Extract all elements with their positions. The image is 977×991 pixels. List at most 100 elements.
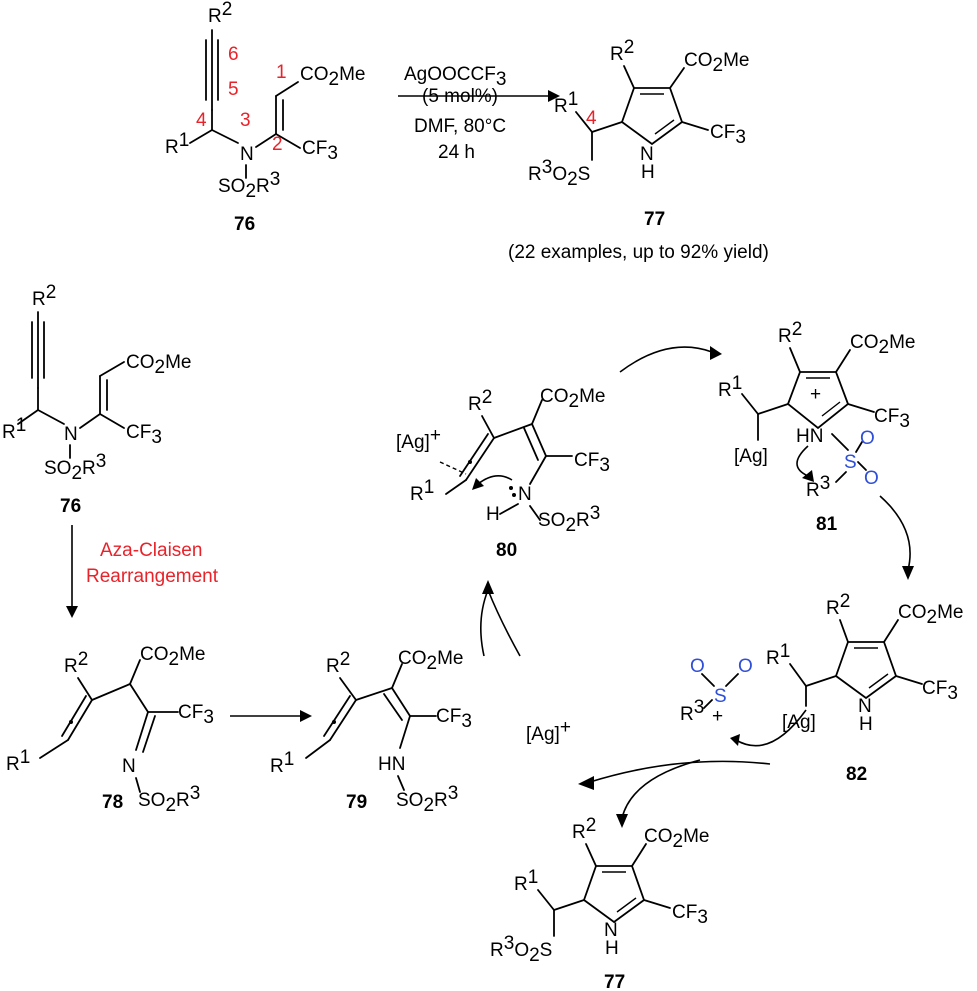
compound-76-left: R2 R1 N SO2R3 CO2Me CF3 76 <box>2 282 191 517</box>
compound-82: R2 CO2Me CF3 N H R1 [Ag] 82 O O S R3 + <box>680 591 963 785</box>
r1-label: R1 <box>514 867 538 895</box>
r2-label: R2 <box>468 387 492 415</box>
ester-group: CO2Me <box>644 826 709 852</box>
compound-80: R2 R1 [Ag]+ CO2Me CF3 N H SO2R3 80 <box>396 386 610 561</box>
ester-group: CO2Me <box>684 50 749 76</box>
o-atom-1: O <box>690 656 705 677</box>
atom-number-6: 6 <box>228 44 239 65</box>
sulfonyl-s: R3O2S <box>528 157 590 190</box>
r1-label: R1 <box>6 747 30 775</box>
arrow-78-to-79 <box>230 710 312 722</box>
r3-label: R3 <box>806 473 830 501</box>
cf3-group: CF3 <box>302 138 338 164</box>
atom-number-5: 5 <box>228 79 239 100</box>
nh-label: N <box>858 696 872 717</box>
s-atom: S <box>714 686 727 707</box>
cf3-group: CF3 <box>710 122 746 148</box>
compound-label-77-top: 77 <box>644 209 665 230</box>
o-atom-2: O <box>864 468 879 489</box>
compound-label-80: 80 <box>496 540 517 561</box>
n-atom: N <box>122 756 136 777</box>
ag-label: [Ag] <box>734 446 768 467</box>
reaction-conditions: AgOOCCF3 (5 mol%) DMF, 80°C 24 h <box>398 64 560 163</box>
ester-group: CO2Me <box>540 386 605 412</box>
r3-label: R3 <box>680 697 704 725</box>
sulfonyl-group: SO2R3 <box>138 783 200 816</box>
nh-h: H <box>605 938 619 959</box>
r1-label: R1 <box>554 89 578 117</box>
hn-label: HN <box>796 426 823 447</box>
conditions-line-1: AgOOCCF3 <box>404 64 506 90</box>
ag-label: [Ag] <box>782 712 816 733</box>
cf3-group: CF3 <box>574 450 610 476</box>
compound-77-top: R2 CO2Me CF3 N H R1 4 R3O2S 77 (22 examp… <box>508 37 769 263</box>
compound-81: R2 CO2Me CF3 + HN R1 [Ag] S O O R3 81 <box>718 319 915 535</box>
cf3-group: CF3 <box>126 422 162 448</box>
plus-sign: + <box>810 384 821 405</box>
n-atom: N <box>64 424 78 445</box>
r1-label: R1 <box>718 373 742 401</box>
atom-number-1: 1 <box>276 62 287 83</box>
sulfonyl-group: SO2R3 <box>538 503 600 536</box>
n-atom: N <box>240 144 254 165</box>
atom-number-4: 4 <box>196 110 207 131</box>
hn-label: HN <box>378 754 405 775</box>
sulfonyl-group: SO2R3 <box>44 451 106 484</box>
cf3-group: CF3 <box>672 902 708 928</box>
conditions-line-4: 24 h <box>438 142 475 163</box>
cf3-group: CF3 <box>436 706 472 732</box>
sulfonyl-group: SO2R3 <box>396 783 458 816</box>
r1-label: R1 <box>410 477 434 505</box>
plus-sign: + <box>712 706 723 727</box>
sulfonyl-group: SO2R3 <box>218 169 280 202</box>
cf3-group: CF3 <box>922 678 958 704</box>
compound-label-76-left: 76 <box>60 496 81 517</box>
sulfonyl-s: R3O2S <box>490 933 552 966</box>
r1-label: R1 <box>2 415 26 443</box>
cycle-arrows: [Ag] + <box>480 346 914 828</box>
r2-label: R2 <box>64 649 88 677</box>
ester-group: CO2Me <box>126 352 191 378</box>
r1-label: R1 <box>270 749 294 777</box>
ester-group: CO2Me <box>398 648 463 674</box>
compound-label-77-bottom: 77 <box>604 972 625 991</box>
compound-label-81: 81 <box>816 514 838 535</box>
conditions-line-2: (5 mol%) <box>422 86 498 107</box>
r2-label: R2 <box>778 319 802 347</box>
ag-plus: [Ag]+ <box>396 425 441 453</box>
r2-label: R2 <box>610 37 634 65</box>
r1-label: R1 <box>766 641 790 669</box>
ester-group: CO2Me <box>850 332 915 358</box>
compound-76-top: R2 6 5 4 R1 3 N SO2R3 2 1 CO2Me CF3 76 <box>165 0 365 235</box>
compound-label-76-top: 76 <box>234 214 255 235</box>
ester-group: CO2Me <box>300 64 365 90</box>
aza-claisen-arrow: Aza-Claisen Rearrangement <box>66 525 219 618</box>
compound-label-78: 78 <box>102 792 123 813</box>
compound-label-82: 82 <box>846 764 867 785</box>
compound-78: R2 R1 CO2Me CF3 N 78 SO2R3 <box>6 644 214 816</box>
atom-number-4: 4 <box>586 108 597 129</box>
nh-label: N <box>604 920 618 941</box>
r2-label: R2 <box>32 282 56 310</box>
n-atom: N <box>518 484 532 505</box>
o-atom-2: O <box>738 656 753 677</box>
cf3-group: CF3 <box>874 406 910 432</box>
r2-label: R2 <box>208 0 232 27</box>
h-atom: H <box>486 504 500 525</box>
r2-label: R2 <box>326 649 350 677</box>
compound-79: R2 R1 CO2Me CF3 HN 79 SO2R3 <box>270 648 472 816</box>
nh-label: N <box>640 144 654 165</box>
cf3-group: CF3 <box>178 702 214 728</box>
compound-77-bottom: R2 CO2Me CF3 N H R1 R3O2S 77 <box>490 815 709 991</box>
nh-h: H <box>641 162 655 183</box>
yield-note: (22 examples, up to 92% yield) <box>508 242 769 263</box>
atom-number-3: 3 <box>240 110 251 131</box>
rearrangement-line-1: Aza-Claisen <box>100 540 202 561</box>
r2-label: R2 <box>572 815 596 843</box>
s-atom: S <box>844 452 857 473</box>
atom-number-2: 2 <box>272 134 283 155</box>
catalyst-ag: [Ag]+ <box>526 717 571 745</box>
o-atom-1: O <box>860 428 875 449</box>
nh-h: H <box>859 714 873 735</box>
